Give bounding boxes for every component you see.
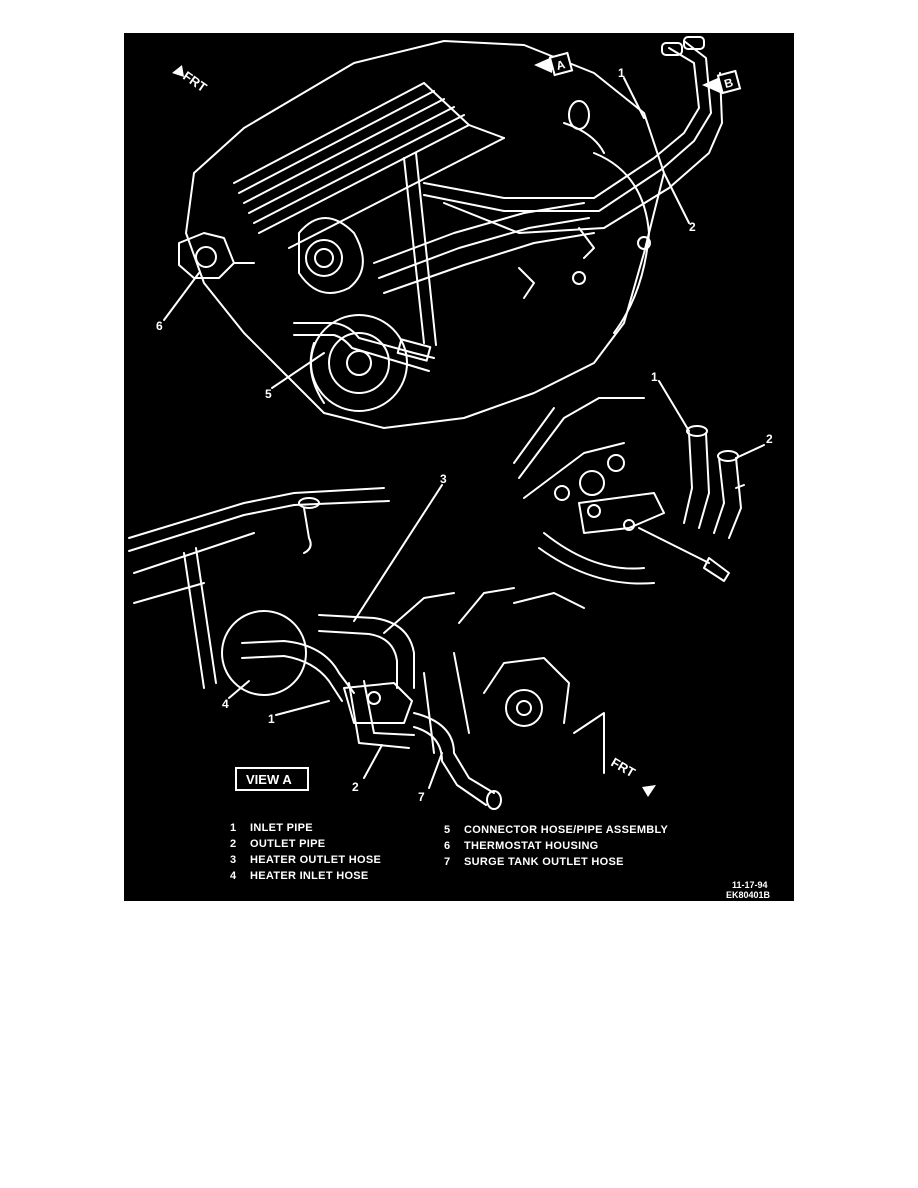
diagram-panel: FRT A B FRT 1 2 6 5 1 2 3 4 1 2 7 VIEW A… <box>124 33 794 901</box>
legend-num-5: 5 <box>444 824 450 836</box>
pipe-bracket-detail <box>513 397 745 585</box>
engine-illustration <box>178 36 723 429</box>
svg-text:A: A <box>555 57 567 73</box>
legend-text-7: SURGE TANK OUTLET HOSE <box>464 856 624 868</box>
view-b-marker-arrow: B <box>702 69 742 95</box>
legend-text-4: HEATER INLET HOSE <box>250 870 369 882</box>
callout-2-top: 2 <box>689 220 696 234</box>
callout-4: 4 <box>222 697 229 711</box>
callout-3: 3 <box>440 472 447 486</box>
svg-text:VIEW A: VIEW A <box>246 772 292 787</box>
legend-text-5: CONNECTOR HOSE/PIPE ASSEMBLY <box>464 824 669 836</box>
front-direction-arrow-top: FRT <box>172 65 210 95</box>
legend-text-3: HEATER OUTLET HOSE <box>250 854 381 866</box>
svg-text:B: B <box>723 75 735 91</box>
svg-text:FRT: FRT <box>180 68 209 95</box>
callout-5: 5 <box>265 387 272 401</box>
view-a-marker-arrow: A <box>534 51 574 77</box>
callout-6: 6 <box>156 319 163 333</box>
callout-1-view: 1 <box>268 712 275 726</box>
crank-pulley <box>309 314 408 412</box>
heater-inlet-hose <box>241 640 355 702</box>
legend-num-1: 1 <box>230 822 236 834</box>
thermostat-housing <box>178 232 255 279</box>
front-direction-arrow-bottom: FRT <box>609 755 656 797</box>
view-a-illustration <box>128 487 605 810</box>
callout-1-top: 1 <box>618 66 625 80</box>
heater-outlet-hose <box>318 614 415 689</box>
legend-text-2: OUTLET PIPE <box>250 838 325 850</box>
inlet-outlet-pipes <box>423 36 723 299</box>
legend-num-2: 2 <box>230 838 236 850</box>
connector-hose-pipe-assembly <box>293 322 435 372</box>
legend-num-4: 4 <box>230 870 237 882</box>
callout-7: 7 <box>418 790 425 804</box>
legend: 1 INLET PIPE 2 OUTLET PIPE 3 HEATER OUTL… <box>230 822 669 882</box>
stamp-date: 11-17-94 <box>732 880 768 890</box>
legend-num-6: 6 <box>444 840 450 852</box>
surge-tank-outlet-hose <box>413 712 502 810</box>
legend-num-7: 7 <box>444 856 450 868</box>
view-a-label: VIEW A <box>235 767 309 791</box>
stamp-code: EK80401B <box>726 890 771 900</box>
legend-text-1: INLET PIPE <box>250 822 313 834</box>
legend-text-6: THERMOSTAT HOUSING <box>464 840 599 852</box>
cooling-system-diagram: FRT A B FRT 1 2 6 5 1 2 3 4 1 2 7 VIEW A… <box>128 36 773 900</box>
callout-2-inset: 2 <box>766 432 773 446</box>
legend-num-3: 3 <box>230 854 236 866</box>
callout-2-view: 2 <box>352 780 359 794</box>
callout-1-inset: 1 <box>651 370 658 384</box>
svg-text:FRT: FRT <box>609 755 638 781</box>
